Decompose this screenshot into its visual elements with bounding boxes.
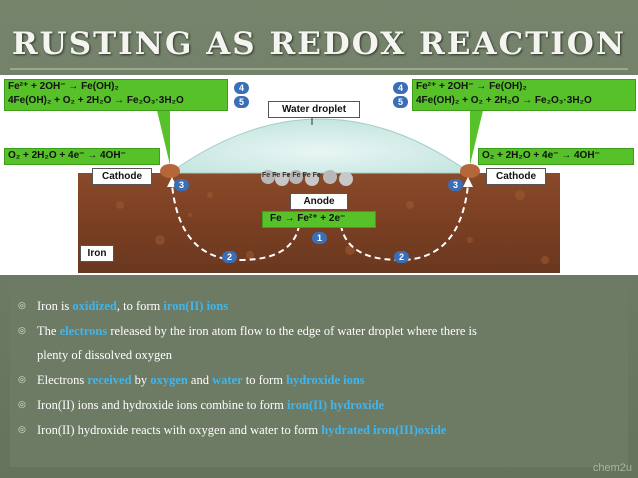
bullet-text: Iron(II) hydroxide reacts with oxygen an… xyxy=(37,423,322,437)
bullet-2: ◎ The electrons released by the iron atom… xyxy=(18,324,477,339)
highlight-text: oxidized xyxy=(72,299,117,313)
bullet-icon: ◎ xyxy=(18,424,26,434)
badge-5-left: 5 xyxy=(234,96,249,108)
highlight-text: hydroxide ions xyxy=(286,373,365,387)
bullet-text: The xyxy=(37,324,60,338)
bullet-text: and xyxy=(187,373,213,387)
bullet-text: Iron(II) ions and hydroxide ions combine… xyxy=(37,398,287,412)
bullet-icon: ◎ xyxy=(18,300,26,310)
water-droplet-shape xyxy=(168,118,472,174)
right-equation-box xyxy=(412,79,636,111)
bullet-text: to form xyxy=(242,373,287,387)
highlight-text: hydrated iron(III)oxide xyxy=(321,423,447,437)
badge-4-left: 4 xyxy=(234,82,249,94)
bullet-1: ◎ Iron is oxidized, to form iron(II) ions xyxy=(18,299,229,314)
rust-deposit-right xyxy=(460,164,480,178)
badge-2-right: 2 xyxy=(394,251,409,263)
bullet-text: released by the iron atom flow to the ed… xyxy=(107,324,477,338)
watermark: chem2u xyxy=(592,462,632,474)
badge-2-left: 2 xyxy=(222,251,237,263)
badge-5-right: 5 xyxy=(393,96,408,108)
cathode-right-label: Cathode xyxy=(486,168,546,185)
right-equation-1: Fe²⁺ + 2OH⁻ → Fe(OH)₂ xyxy=(416,81,527,92)
highlight-text: electrons xyxy=(59,324,108,338)
bullet-3: ◎Electrons received by oxygen and water … xyxy=(18,373,365,388)
left-equation-box xyxy=(4,79,228,111)
left-equation-1: Fe²⁺ + 2OH⁻ → Fe(OH)₂ xyxy=(8,81,119,92)
highlight-text: iron(II) ions xyxy=(163,299,229,313)
right-equation-2: 4Fe(OH)₂ + O₂ + 2H₂O → Fe₂O₃·3H₂O xyxy=(416,95,592,106)
left-equation-2: 4Fe(OH)₂ + O₂ + 2H₂O → Fe₂O₃·3H₂O xyxy=(8,95,184,106)
bullet-icon: ◎ xyxy=(18,399,26,409)
fe-ion-labels: Fe Fe Fe Fe Fe Fe xyxy=(262,172,321,179)
arrow-head-right xyxy=(463,177,473,187)
highlight-text: oxygen xyxy=(150,373,188,387)
bullet-icon: ◎ xyxy=(18,325,26,335)
badge-3-left: 3 xyxy=(174,179,189,191)
bullet-text: by xyxy=(131,373,151,387)
anode-equation-box xyxy=(262,211,376,228)
right-reduction-box xyxy=(478,148,634,165)
bullet-5: ◎ Iron(II) hydroxide reacts with oxygen a… xyxy=(18,423,447,438)
slide-title: RUSTING AS REDOX REACTION xyxy=(11,26,627,62)
rusting-diagram: Fe²⁺ + 2OH⁻ → Fe(OH)₂ 4Fe(OH)₂ + O₂ + 2H… xyxy=(0,75,638,275)
bullet-4: ◎ Iron(II) ions and hydroxide ions combin… xyxy=(18,398,385,413)
highlight-text: iron(II) hydroxide xyxy=(286,398,385,412)
bullet-text: plenty of dissolved oxygen xyxy=(37,348,173,362)
anode-label: Anode xyxy=(290,193,348,210)
right-reduction-equation: O₂ + 2H₂O + 4e⁻ → 4OH⁻ xyxy=(482,150,600,161)
pointer-right xyxy=(470,102,485,165)
highlight-text: water xyxy=(212,373,243,387)
water-droplet-label: Water droplet xyxy=(268,101,360,118)
left-reduction-equation: O₂ + 2H₂O + 4e⁻ → 4OH⁻ xyxy=(8,150,126,161)
anode-equation: Fe → Fe²⁺ + 2e⁻ xyxy=(270,213,346,224)
bullet-panel: ◎ Iron is oxidized, to form iron(II) ions… xyxy=(10,282,628,467)
pointer-left xyxy=(155,102,170,165)
bullet-2-continuation: plenty of dissolved oxygen xyxy=(37,348,172,363)
badge-4-right: 4 xyxy=(393,82,408,94)
electron-path-left xyxy=(171,184,301,262)
bullet-text: , to form xyxy=(116,299,164,313)
fe-ion-cluster xyxy=(261,170,353,186)
cathode-left-label: Cathode xyxy=(92,168,152,185)
rust-deposit-left xyxy=(160,164,180,178)
highlight-text: received xyxy=(87,373,132,387)
title-divider xyxy=(10,68,628,70)
badge-3-right: 3 xyxy=(448,179,463,191)
bullet-text: Electrons xyxy=(37,373,88,387)
iron-label: Iron xyxy=(80,245,114,262)
badge-1: 1 xyxy=(312,232,327,244)
bullet-icon: ◎ xyxy=(18,374,26,384)
left-reduction-box xyxy=(4,148,160,165)
bullet-text: Iron is xyxy=(37,299,73,313)
